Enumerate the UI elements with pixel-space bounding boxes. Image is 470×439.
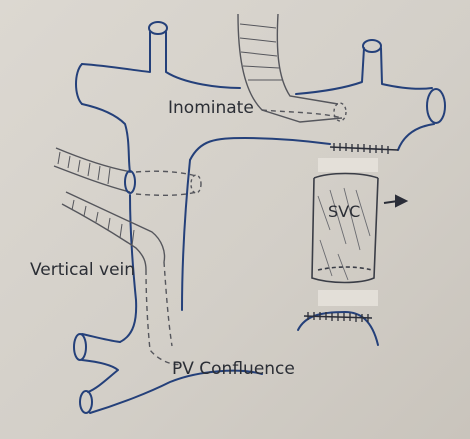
innominate-label: Inominate: [168, 98, 254, 118]
svc-dashed-bottom: [317, 266, 373, 271]
right-upper-outline: [380, 47, 433, 90]
svc-texture: [317, 187, 371, 281]
crossing-upper-wall: [55, 147, 133, 173]
left-top-branch-cap: [148, 21, 168, 35]
pv-upper-branch-top: [81, 333, 121, 343]
pv-middle-outline: [81, 359, 119, 393]
graft-outer-wall: [237, 13, 343, 123]
left-branch-cap: [75, 63, 83, 105]
left-vertical-lower-outline: [119, 194, 138, 343]
graft-inner-wall: [276, 13, 339, 105]
vertical-vein-lower-wall: [61, 203, 147, 271]
right-top-branch-cap: [362, 39, 382, 53]
innominate-top-right-outline: [295, 47, 365, 95]
pv-lower-branch-cap: [79, 390, 93, 414]
crossing-lower-wall: [53, 165, 131, 193]
vessel-outlines: [73, 21, 446, 414]
pencil-graft-top: [237, 13, 347, 123]
vertical-vein-dashed-right: [163, 261, 173, 347]
left-upper-outline: [81, 31, 151, 73]
tape-lower: [318, 290, 378, 306]
svc-label: SVC: [328, 202, 361, 221]
pv-upper-branch-cap: [73, 333, 87, 361]
crossing-dashed-course: [135, 170, 197, 197]
innominate-bottom-outline: [189, 137, 331, 161]
pencil-crossing-vessel: [53, 147, 202, 197]
pv-confluence-label: PV Confluence: [172, 359, 295, 379]
svc-lower-stump: [297, 311, 379, 346]
tape-strips: [318, 158, 378, 306]
pencil-vertical-vein: [61, 191, 183, 366]
pv-confluence-bottom: [89, 369, 263, 414]
inner-vertical-outline: [181, 159, 191, 311]
svc-arrow: [383, 194, 409, 208]
right-lower-outline: [397, 123, 435, 151]
vertical-vein-dashed-left: [145, 269, 183, 366]
arrow-head: [395, 194, 409, 208]
svc-segment: [311, 172, 379, 284]
tape-upper: [318, 158, 378, 172]
innominate-top-outline: [165, 31, 241, 89]
svc-top-edge: [313, 172, 379, 179]
crossing-cut-end: [124, 170, 136, 194]
graft-hatching: [239, 23, 283, 81]
crossing-hatching: [57, 151, 111, 185]
vertical-vein-upper-wall: [65, 191, 166, 263]
suture-stitches: [307, 143, 389, 322]
right-branch-cap: [426, 88, 446, 124]
vertical-vein-hatching: [71, 199, 135, 247]
left-vertical-outer: [81, 103, 131, 173]
graft-dashed-end: [333, 102, 347, 122]
svc-walls: [311, 177, 379, 284]
crossing-dashed-end: [190, 174, 202, 194]
vertical-vein-label: Vertical vein: [30, 260, 136, 280]
